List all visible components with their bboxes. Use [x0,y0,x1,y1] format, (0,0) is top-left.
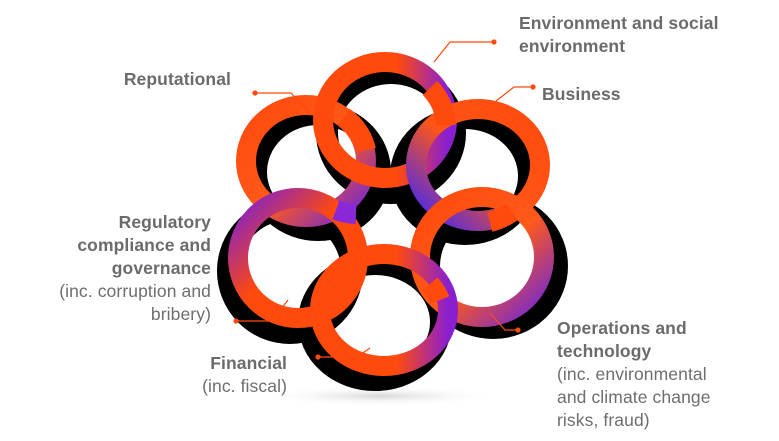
label-regulatory-line1: Regulatory [118,212,211,232]
label-environment-line2: environment [519,36,626,56]
leader-environment [433,41,494,63]
ring-business [406,99,550,231]
leader-dot-environment [491,39,497,45]
overlap-reg-fin [330,258,361,301]
ring-overlaps [330,81,518,305]
label-operations-line2: technology [557,341,652,361]
floor-shadow [260,386,500,406]
label-environment: Environment and social environment [519,12,719,58]
leader-business [495,86,533,102]
label-business: Business [542,83,621,106]
ring-reputational [236,95,376,227]
label-regulatory-line3: governance [111,258,211,278]
label-environment-line1: Environment and social [519,13,719,33]
leader-dot-business [530,84,536,90]
label-operations-line1: Operations and [557,318,687,338]
label-reputational-title: Reputational [123,69,231,89]
label-operations-sub3: risks, fraud) [557,410,650,430]
label-financial-title: Financial [210,353,287,373]
overlap-rep-env [337,108,376,153]
label-regulatory: Regulatory compliance and governance (in… [59,211,211,326]
leader-dot-operations [515,327,521,333]
label-operations: Operations and technology (inc. environm… [557,317,711,432]
leader-lines [233,39,536,360]
overlap-bus-ops [487,203,518,232]
leader-operations [489,312,518,331]
label-business-title: Business [542,84,621,104]
label-financial: Financial (inc. fiscal) [202,352,287,398]
label-operations-sub2: and climate change [557,387,711,407]
leader-dot-reputational [252,90,258,96]
label-operations-sub1: (inc. environmental [557,364,707,384]
overlap-rep-reg [332,200,357,224]
overlap-env-bus [422,81,456,126]
ring-financial [310,244,458,376]
label-regulatory-sub1: (inc. corruption and [59,281,211,301]
leader-dot-financial [315,354,321,360]
leader-regulatory [236,299,289,322]
label-regulatory-line2: compliance and [77,235,211,255]
overlap-fin-ops [422,277,450,305]
label-reputational: Reputational [124,68,231,91]
rings [228,52,554,376]
leader-dot-regulatory [233,318,239,324]
label-regulatory-sub2: bribery) [150,304,211,324]
leader-financial [318,347,371,358]
label-financial-sub: (inc. fiscal) [202,376,287,396]
leader-reputational [255,92,310,113]
